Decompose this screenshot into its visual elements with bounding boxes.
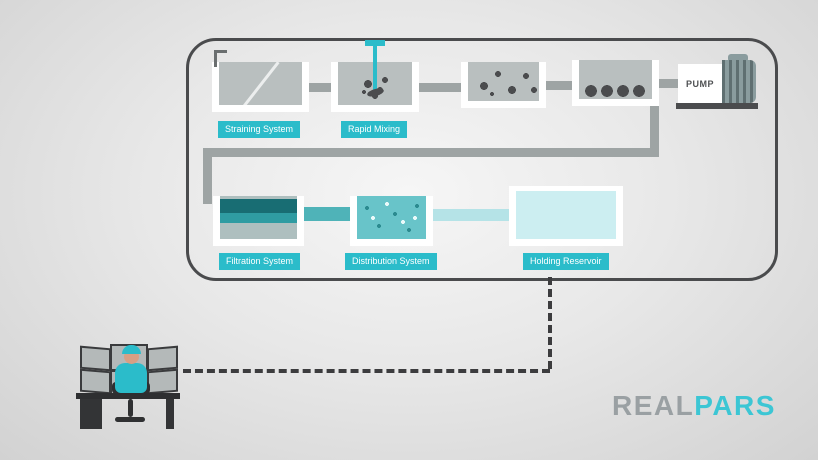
realpars-logo: REALPARS [612,390,776,422]
logo-real: REAL [612,390,695,421]
monitor-screen [82,370,109,393]
straining-tank [212,62,309,112]
monitor-screen [149,347,176,370]
pump-unit: PUMP [678,64,722,103]
filtration-media [220,196,297,239]
monitor [80,345,111,372]
monitor [80,368,111,395]
holding-reservoir [509,186,623,246]
logo-pars: PARS [694,390,776,421]
desk-leg [166,399,174,429]
sedimentation-water [579,60,652,99]
filtration-tank [213,196,304,246]
mixer-motor [365,40,385,46]
operator-cap [122,345,141,354]
distribution-water [357,196,426,239]
process-panel [186,38,778,281]
scada-link-horizontal [183,369,550,373]
flocculation-water [468,62,539,101]
pipe-segment [659,79,678,88]
desk-cabinet [80,399,102,429]
monitor [147,345,178,372]
operator-body [115,363,147,393]
label-holding-reservoir: Holding Reservoir [523,253,609,270]
filter-layer-mid [220,213,297,223]
flocculation-tank [461,62,546,108]
mixer-shaft [373,46,377,92]
pump-motor [722,60,756,103]
label-rapid-mixing: Rapid Mixing [341,121,408,138]
strainer-screen [241,62,280,105]
pipe-clear-water [433,209,509,221]
pump-label: PUMP [685,78,714,89]
pipe-down-left [203,148,212,204]
chair-pedestal [128,399,133,417]
monitor-screen [82,347,109,370]
pipe-treated-water [304,207,350,221]
sedimentation-tank [572,60,659,106]
monitor [147,368,178,395]
holding-reservoir-water [516,191,616,239]
monitor-screen [149,370,176,393]
pipe-down-right [650,106,659,152]
pipe-horizontal [203,148,659,157]
pipe-segment [309,83,331,92]
chair-base [115,417,145,422]
filter-layer-dark [220,199,297,213]
pipe-segment [419,83,461,92]
label-filtration-system: Filtration System [219,253,301,270]
desk [76,393,180,399]
straining-tank-water [219,62,302,105]
pipe-segment [546,81,572,90]
distribution-tank [350,196,433,246]
pump-base [676,103,758,109]
scada-link-vertical [548,277,552,369]
pump-motor-cap [728,54,748,62]
label-straining-system: Straining System [218,121,301,138]
label-distribution-system: Distribution System [345,253,437,270]
inlet-pipe [214,50,227,67]
